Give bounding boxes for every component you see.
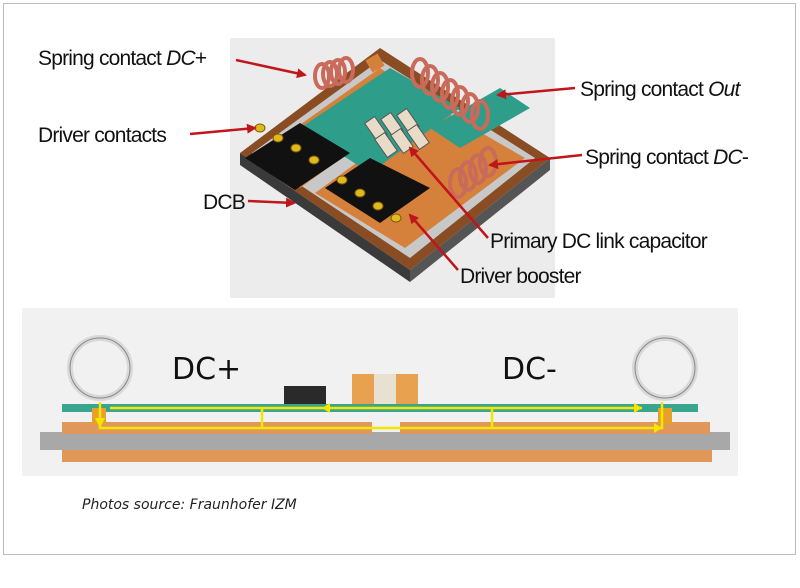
module-3d-drawing	[240, 48, 550, 282]
current-path	[98, 402, 664, 430]
driver-block-2	[325, 158, 430, 223]
driver-chip	[284, 386, 326, 404]
cross-section-photo	[22, 308, 738, 476]
driver-contact-pins	[254, 123, 402, 223]
pcb-layer	[300, 68, 460, 173]
dc-link-capacitors	[364, 107, 430, 159]
label-spring-out: Spring contact Out	[580, 78, 740, 101]
arrow-driver-booster	[408, 213, 459, 271]
dc-plus-label: DC+	[172, 352, 242, 387]
spring-out	[410, 57, 490, 131]
photo-source-caption: Photos source: Fraunhofer IZM	[82, 497, 297, 513]
cross-section-drawing	[40, 335, 730, 462]
label-dcb: DCB	[203, 191, 246, 214]
arrow-spring-dc-minus	[488, 153, 583, 170]
label-driver-booster: Driver booster	[460, 265, 581, 288]
label-spring-dc-minus: Spring contact DC-	[585, 146, 749, 169]
module-3d-photo	[230, 38, 555, 298]
label-driver-contacts: Driver contacts	[38, 124, 167, 147]
label-spring-dc-plus: Spring contact DC+	[38, 47, 207, 70]
arrow-spring-dc-plus	[235, 58, 307, 79]
spring-dc-plus	[313, 56, 355, 90]
arrow-driver-contacts	[189, 123, 257, 136]
label-primary-dc-link-capacitor: Primary DC link capacitor	[490, 230, 708, 253]
dc-minus-label: DC-	[502, 352, 557, 387]
arrow-spring-out	[496, 86, 576, 100]
spring-dc-minus	[448, 146, 498, 199]
base-plate	[40, 432, 730, 450]
arrow-primary-cap	[408, 146, 489, 239]
driver-block-1	[245, 123, 350, 190]
arrow-dcb	[247, 197, 296, 208]
